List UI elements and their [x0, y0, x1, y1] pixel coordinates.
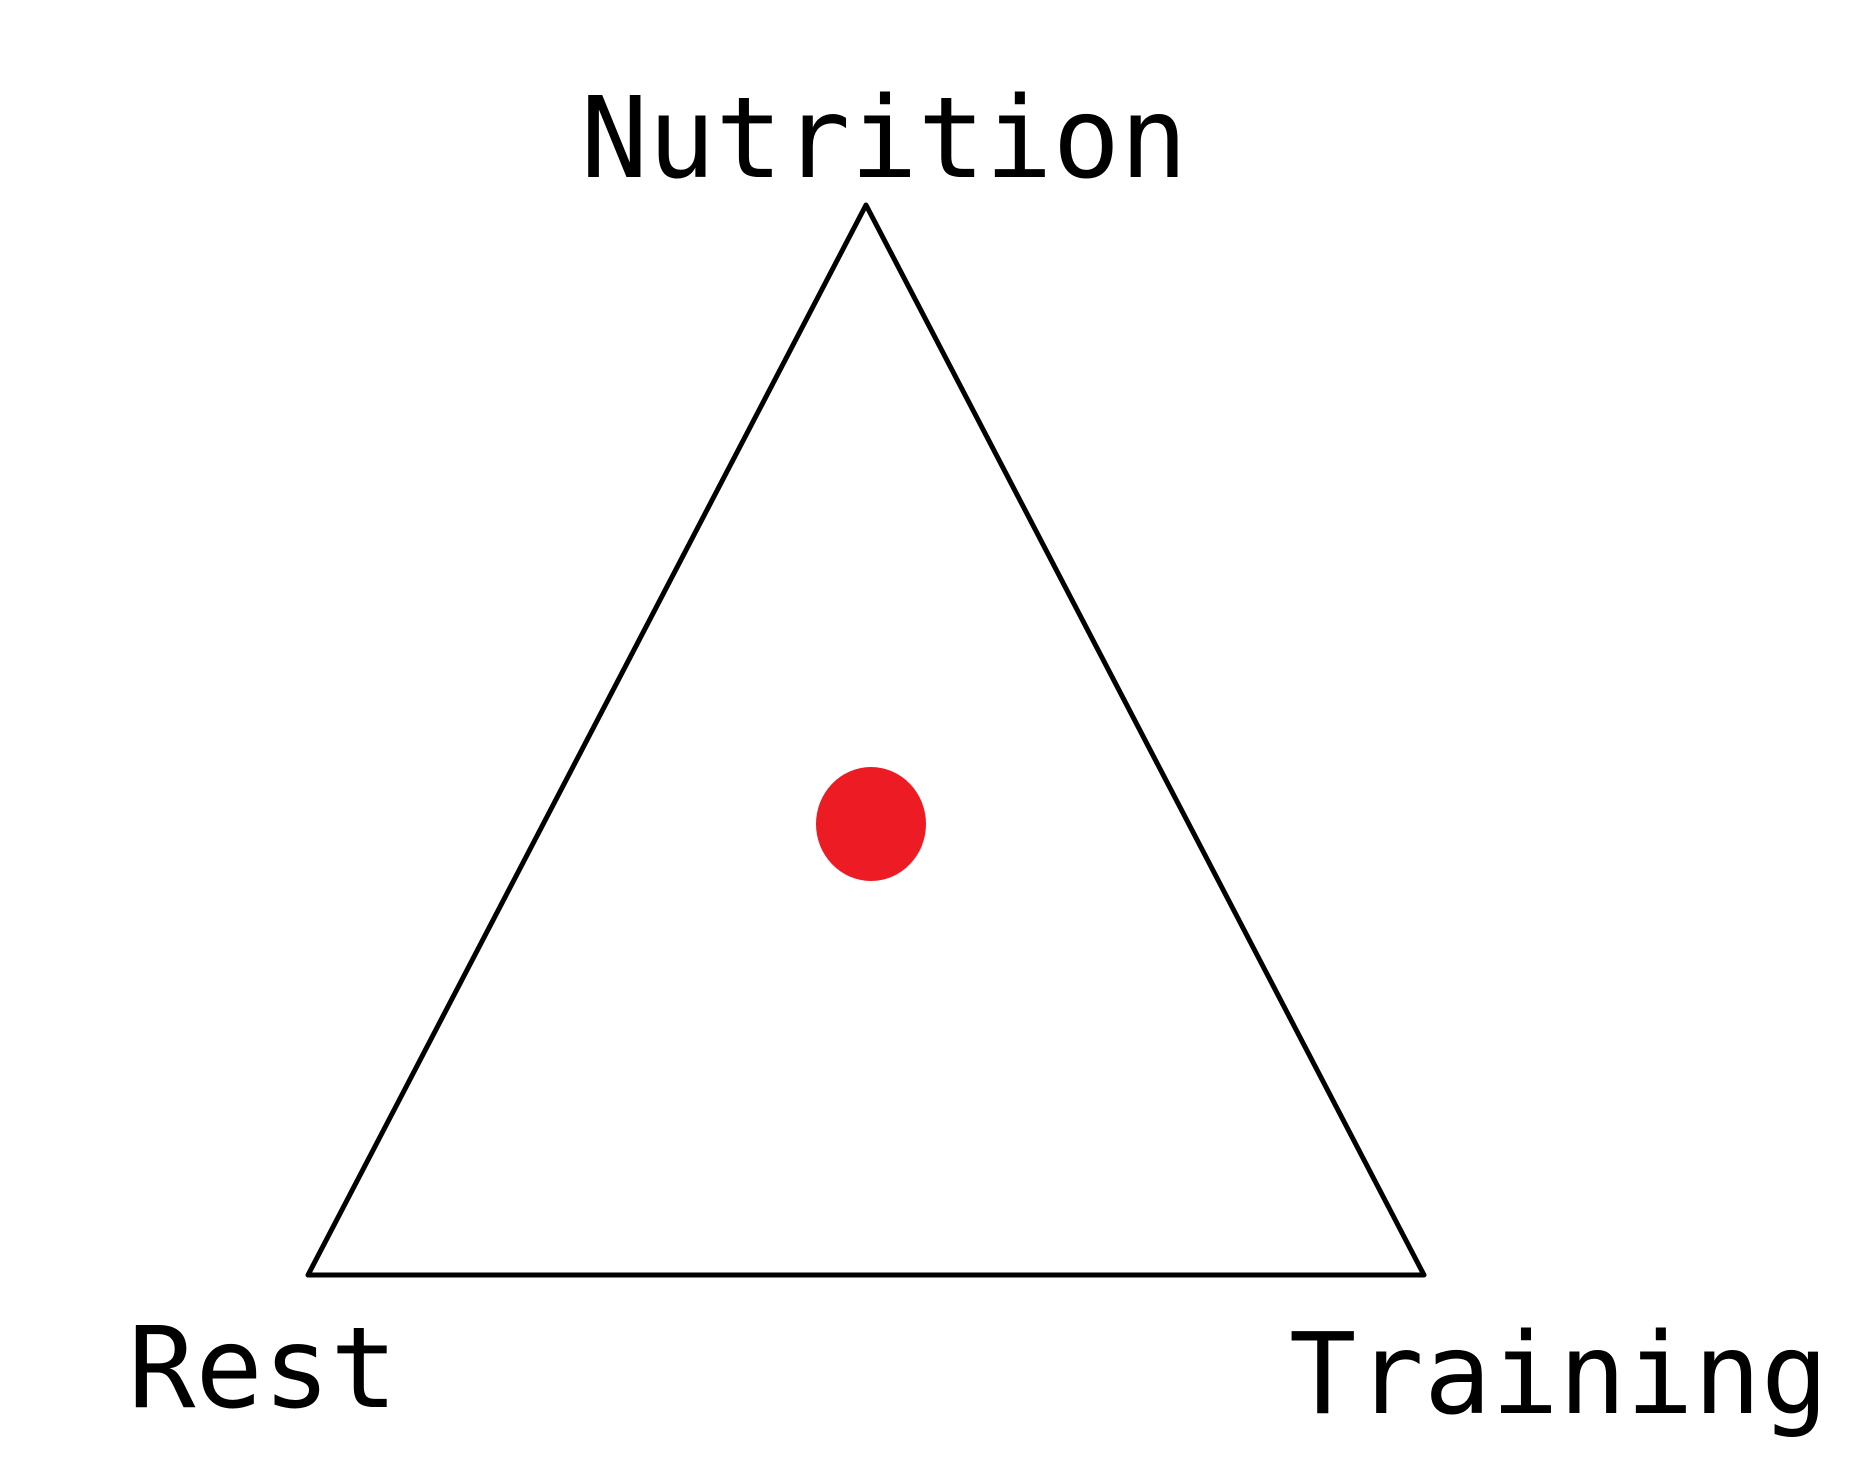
label-nutrition: Nutrition — [581, 74, 1188, 204]
label-rest: Rest — [128, 1304, 398, 1434]
balance-point-marker — [816, 767, 926, 881]
label-training: Training — [1289, 1310, 1828, 1440]
triangle-outline — [305, 202, 1427, 1278]
